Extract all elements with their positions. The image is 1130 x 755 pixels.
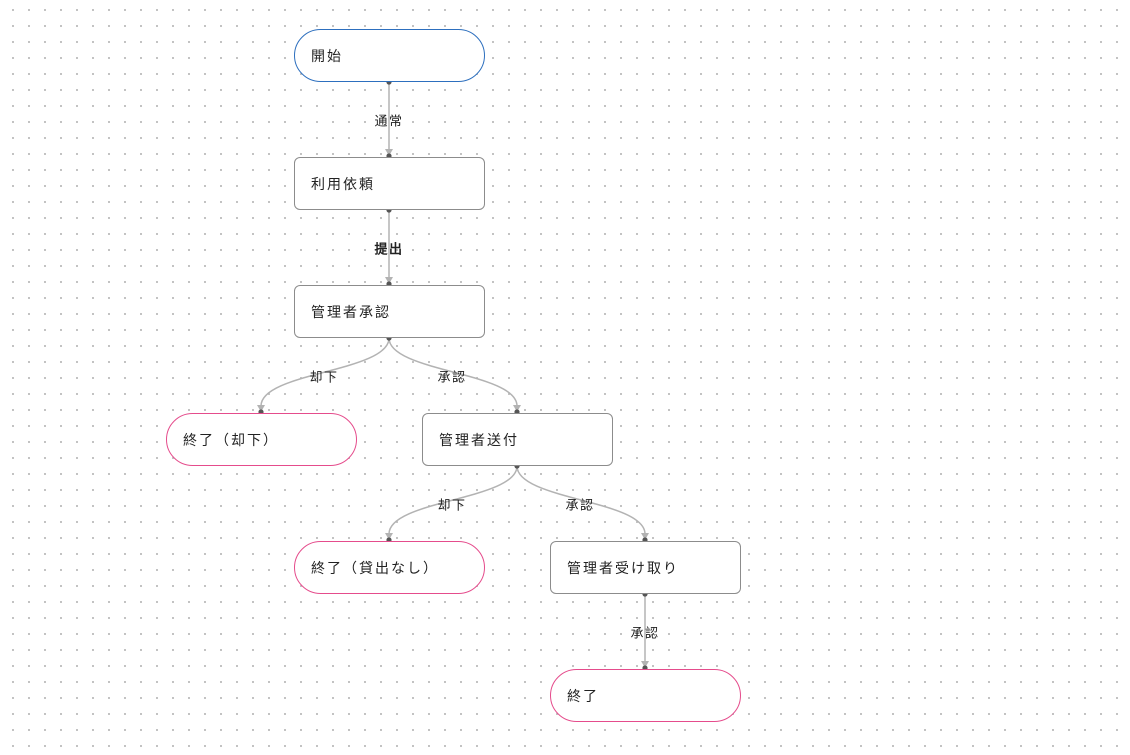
node-usage-request[interactable]: 利用依頼 xyxy=(294,157,485,210)
arrowhead xyxy=(385,277,393,284)
arrowhead xyxy=(513,405,521,412)
edge-label-approve[interactable]: 承認 xyxy=(565,498,595,514)
node-end-rejected[interactable]: 終了（却下） xyxy=(166,413,357,466)
edge-label-approve[interactable]: 承認 xyxy=(437,370,467,386)
arrowhead xyxy=(385,149,393,156)
node-end[interactable]: 終了 xyxy=(550,669,741,722)
edge-approve-send[interactable] xyxy=(388,337,518,407)
arrowhead xyxy=(641,661,649,668)
edge-label-submit[interactable]: 提出 xyxy=(374,242,404,258)
node-manager-approval[interactable]: 管理者承認 xyxy=(294,285,485,338)
node-end-no-loan[interactable]: 終了（貸出なし） xyxy=(294,541,485,594)
arrowhead xyxy=(385,533,393,540)
arrowhead xyxy=(641,533,649,540)
edge-label-normal[interactable]: 通常 xyxy=(374,114,404,130)
node-manager-send[interactable]: 管理者送付 xyxy=(422,413,613,466)
edge-send-end-no-loan[interactable] xyxy=(388,465,518,535)
edge-label-approve[interactable]: 承認 xyxy=(630,626,660,642)
edge-send-receive[interactable] xyxy=(516,465,646,535)
node-start[interactable]: 開始 xyxy=(294,29,485,82)
edge-label-reject[interactable]: 却下 xyxy=(309,370,339,386)
edge-label-reject[interactable]: 却下 xyxy=(437,498,467,514)
edge-approve-end-rejected[interactable] xyxy=(260,337,390,407)
node-manager-receive[interactable]: 管理者受け取り xyxy=(550,541,741,594)
arrowhead xyxy=(257,405,265,412)
